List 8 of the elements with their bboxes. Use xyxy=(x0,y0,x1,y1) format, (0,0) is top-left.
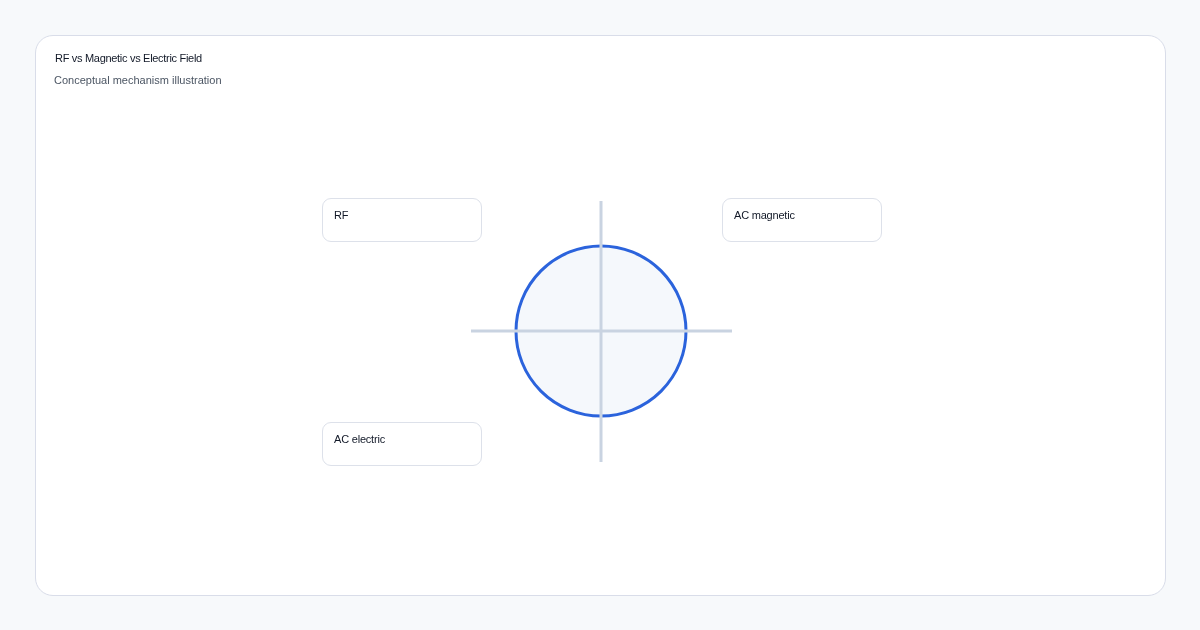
node-label: AC magnetic xyxy=(734,209,795,221)
diagram-title: RF vs Magnetic vs Electric Field xyxy=(55,52,202,64)
node-label: AC electric xyxy=(334,433,385,445)
label-box xyxy=(322,422,482,466)
label-box xyxy=(322,198,482,242)
subtitle: Conceptual mechanism illustration xyxy=(54,74,222,86)
label-box xyxy=(722,198,882,242)
node-label: RF xyxy=(334,209,349,221)
